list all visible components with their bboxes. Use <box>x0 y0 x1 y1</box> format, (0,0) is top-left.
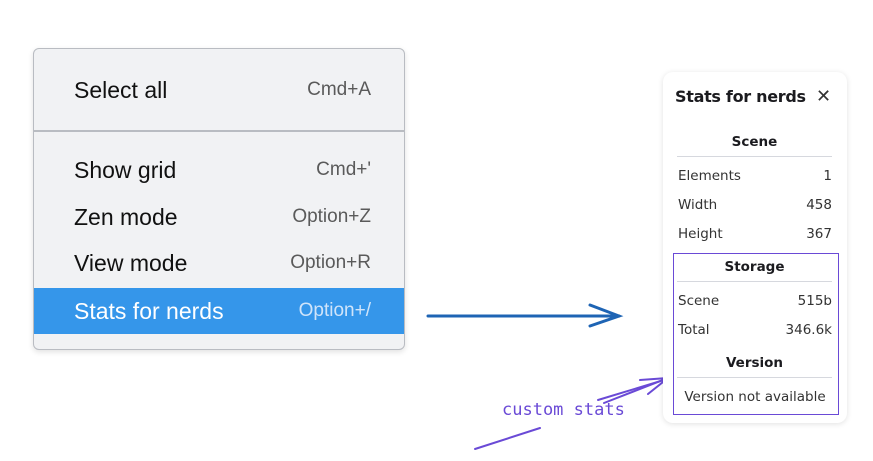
stat-label: Total <box>678 322 710 338</box>
stat-label: Scene <box>678 293 720 309</box>
stat-value: 458 <box>806 197 832 213</box>
stat-value: 367 <box>806 226 832 242</box>
close-icon[interactable]: ✕ <box>816 86 832 107</box>
custom-stats-note: custom stats <box>502 400 625 420</box>
menu-item-select-all[interactable]: Select all Cmd+A <box>34 67 404 113</box>
panel-title: Stats for nerds <box>675 87 806 106</box>
menu-item-show-grid[interactable]: Show grid Cmd+' <box>34 147 404 193</box>
menu-item-shortcut: Option+Z <box>292 206 371 227</box>
menu-item-label: Select all <box>74 76 168 103</box>
stat-row-height: Height 367 <box>678 226 832 242</box>
menu-item-label: Zen mode <box>74 203 178 230</box>
menu-item-shortcut: Option+R <box>290 252 371 273</box>
version-heading: Version <box>677 355 832 378</box>
version-text: Version not available <box>678 389 832 405</box>
menu-item-shortcut: Option+/ <box>298 300 371 321</box>
stat-label: Height <box>678 226 723 242</box>
stat-value: 1 <box>823 168 832 184</box>
stat-label: Width <box>678 197 718 213</box>
stat-row-elements: Elements 1 <box>678 168 832 184</box>
stat-row-width: Width 458 <box>678 197 832 213</box>
menu-item-view-mode[interactable]: View mode Option+R <box>34 240 404 286</box>
storage-heading: Storage <box>677 259 832 282</box>
menu-item-label: View mode <box>74 249 188 276</box>
stat-row-storage-total: Total 346.6k <box>678 322 832 338</box>
menu-item-label: Stats for nerds <box>74 297 224 324</box>
menu-item-label: Show grid <box>74 156 177 183</box>
stat-value: 515b <box>797 293 832 309</box>
version-value: Version not available <box>684 389 826 405</box>
scene-heading: Scene <box>677 134 832 157</box>
stat-label: Elements <box>678 168 741 184</box>
menu-item-shortcut: Cmd+' <box>316 159 371 180</box>
menu-item-shortcut: Cmd+A <box>307 79 371 100</box>
menu-separator <box>34 130 404 132</box>
blue-arrow <box>426 303 624 328</box>
menu-item-stats-for-nerds[interactable]: Stats for nerds Option+/ <box>34 288 404 334</box>
stats-panel: Stats for nerds ✕ Scene Elements 1 Width 4… <box>663 72 847 423</box>
custom-stats-highlight-box <box>673 253 839 415</box>
stat-value: 346.6k <box>785 322 832 338</box>
menu-item-zen-mode[interactable]: Zen mode Option+Z <box>34 194 404 240</box>
stat-row-storage-scene: Scene 515b <box>678 293 832 309</box>
